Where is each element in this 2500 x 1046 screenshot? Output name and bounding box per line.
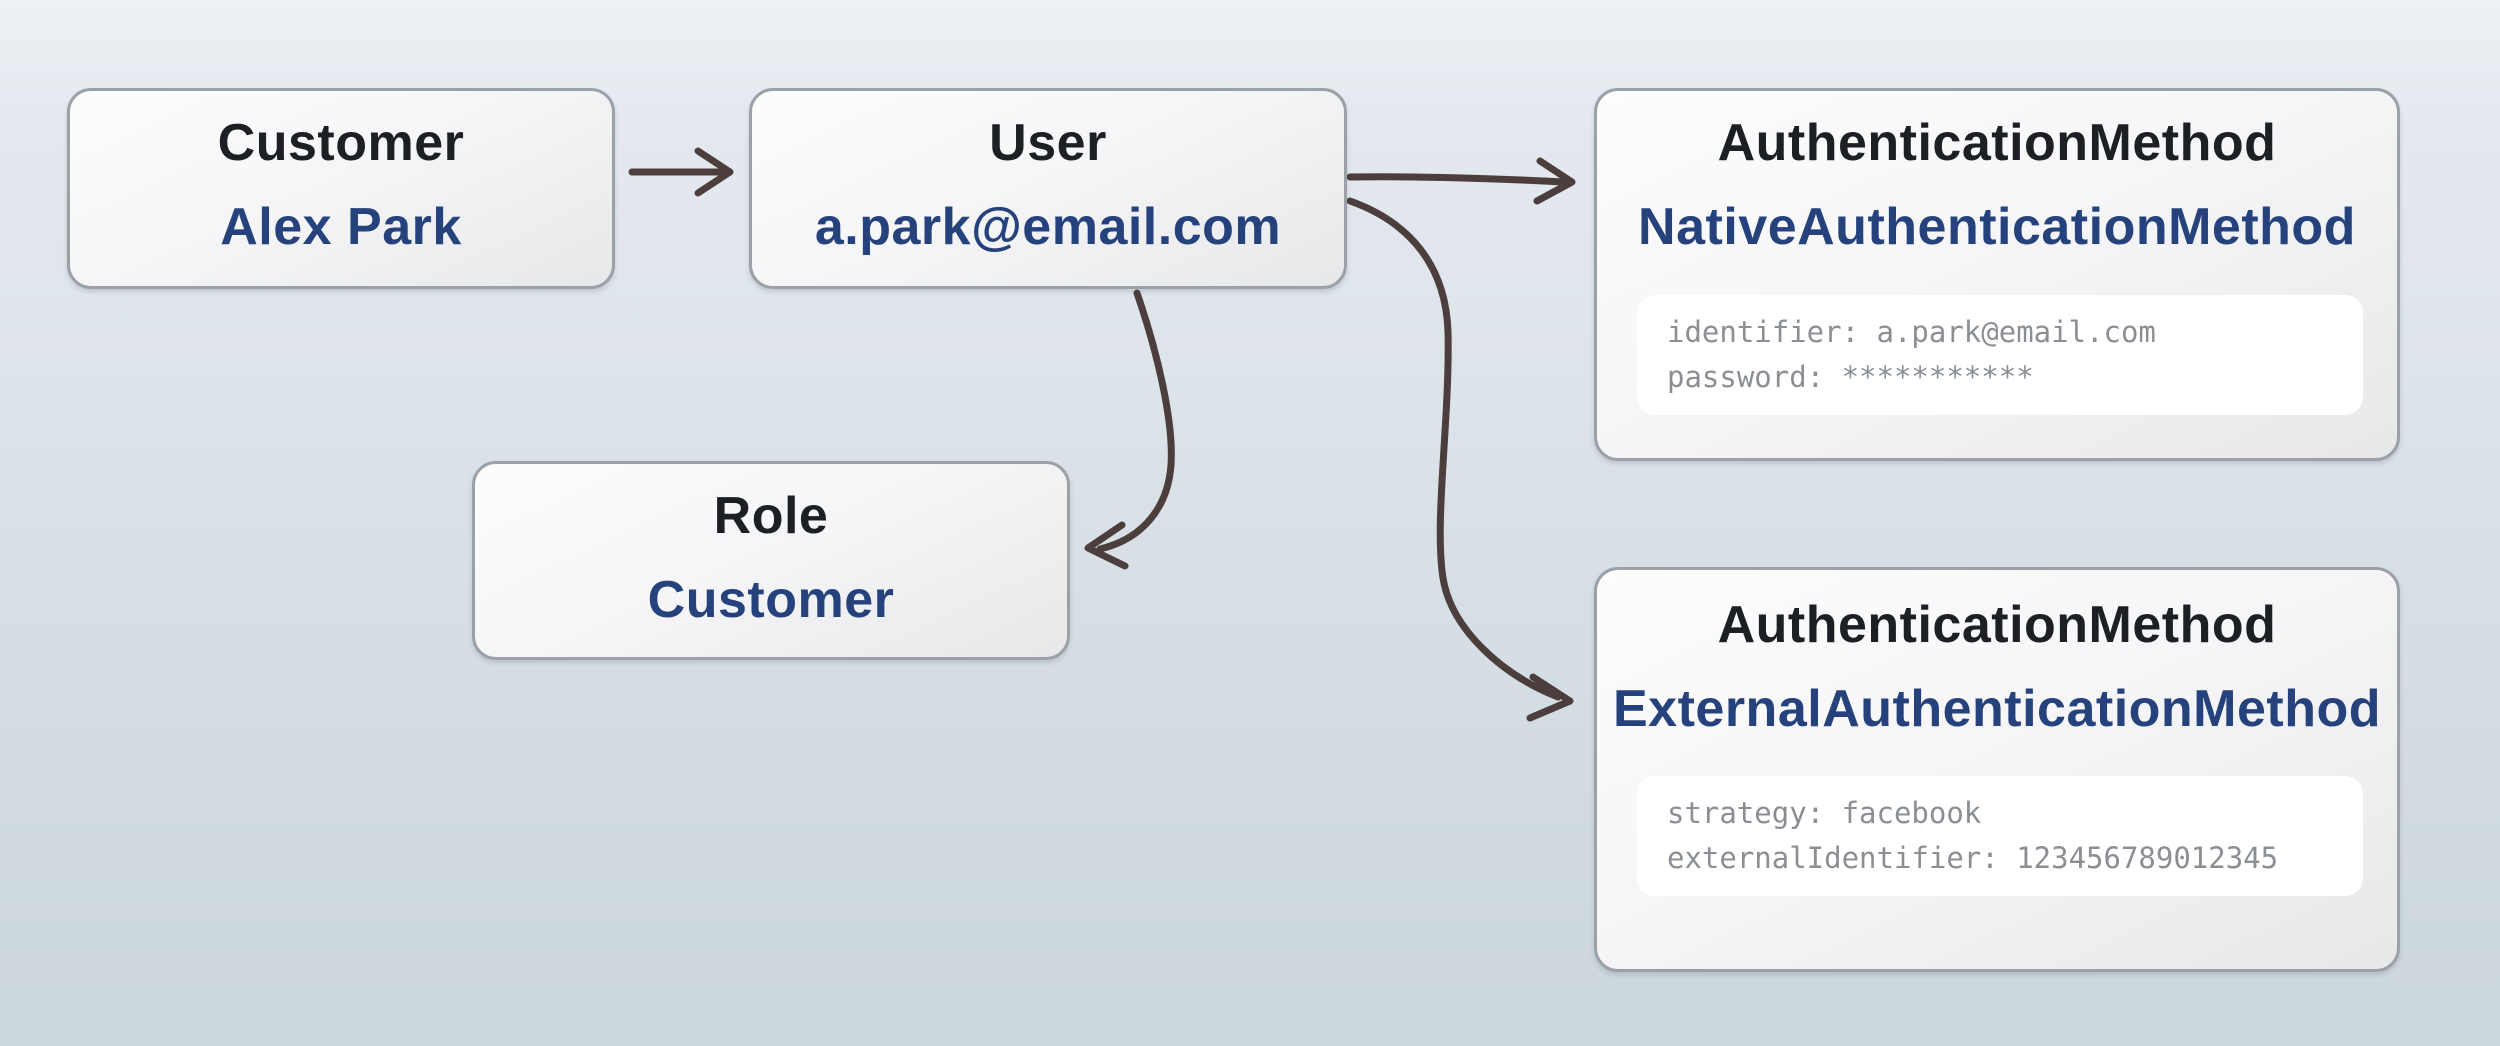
node-role: Role Customer xyxy=(472,461,1070,660)
node-user-value: a.park@email.com xyxy=(814,198,1282,256)
node-external-auth-entity-name: AuthenticationMethod xyxy=(1717,596,2277,654)
node-customer-value: Alex Park xyxy=(220,198,462,256)
node-external-authentication-method: AuthenticationMethod ExternalAuthenticat… xyxy=(1594,567,2400,972)
node-native-authentication-method: AuthenticationMethod NativeAuthenticatio… xyxy=(1594,88,2400,461)
node-role-entity-name: Role xyxy=(713,487,829,545)
arrow-user-to-role xyxy=(1084,289,1175,570)
node-native-auth-entity-name: AuthenticationMethod xyxy=(1717,114,2277,172)
native-auth-attributes-panel: identifier: a.park@email.com password: *… xyxy=(1637,295,2363,415)
native-auth-password-attribute: password: *********** xyxy=(1667,360,2034,394)
node-user-entity-name: User xyxy=(989,114,1107,172)
external-auth-external-identifier-attribute: externalIdentifier: 123456789012345 xyxy=(1667,841,2279,875)
node-user: User a.park@email.com xyxy=(749,88,1347,289)
node-customer-entity-name: Customer xyxy=(217,114,465,172)
external-auth-strategy-attribute: strategy: facebook xyxy=(1667,796,1982,830)
arrow-user-to-external-auth xyxy=(1346,197,1574,722)
node-external-auth-value: ExternalAuthenticationMethod xyxy=(1612,680,2382,738)
node-role-value: Customer xyxy=(647,571,895,629)
native-auth-identifier-attribute: identifier: a.park@email.com xyxy=(1667,315,2156,349)
arrow-user-to-native-auth xyxy=(1346,157,1576,205)
external-auth-attributes-panel: strategy: facebook externalIdentifier: 1… xyxy=(1637,776,2363,896)
arrow-customer-to-user xyxy=(628,147,734,197)
node-customer: Customer Alex Park xyxy=(67,88,615,289)
node-native-auth-value: NativeAuthenticationMethod xyxy=(1638,198,2356,256)
